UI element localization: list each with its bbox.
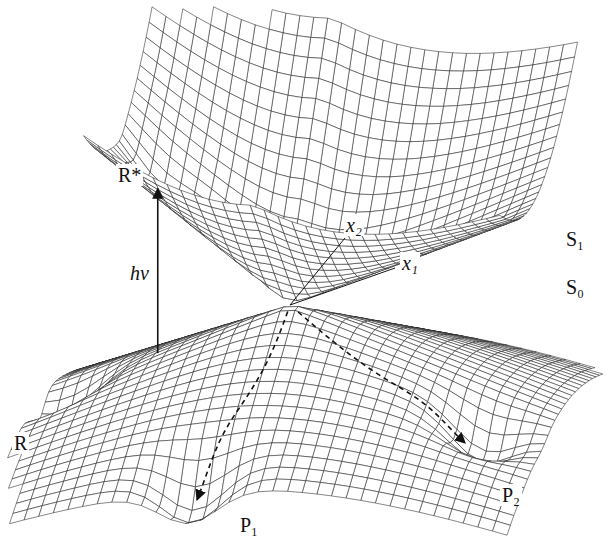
ground-state-surface — [523, 451, 541, 458]
geometry-label: P₁ — [238, 514, 260, 536]
geometry-label: R — [12, 432, 29, 454]
ground-state-surface — [68, 496, 86, 510]
ground-state-surface — [273, 479, 291, 491]
excited-state-surface — [445, 225, 462, 231]
excited-state-surface — [222, 202, 239, 212]
axis-label: x₂ — [344, 214, 364, 236]
ground-state-surface — [155, 440, 173, 457]
ground-state-surface — [530, 434, 548, 444]
ground-state-surface — [261, 418, 279, 431]
ground-state-surface — [280, 455, 298, 468]
excited-state-surface — [552, 86, 569, 103]
excited-state-surface — [486, 215, 503, 221]
axis-label: x₁ — [400, 252, 420, 274]
ground-state-surface — [244, 481, 262, 496]
excited-state-surface — [84, 136, 101, 150]
excited-state-surface — [306, 226, 323, 237]
ground-state-surface — [214, 495, 232, 512]
excited-state-surface — [97, 145, 114, 159]
ground-state-surface — [10, 510, 28, 524]
ground-state-surface — [83, 493, 101, 507]
ground-state-surface — [272, 430, 290, 443]
ground-state-surface — [250, 406, 268, 419]
surface-mesh — [8, 7, 603, 535]
ground-state-surface — [53, 499, 71, 513]
ground-state-surface — [156, 507, 174, 520]
state-label: S₀ — [564, 276, 586, 298]
photon-label: hν — [128, 262, 151, 284]
excited-state-surface — [431, 227, 448, 233]
ground-state-surface — [253, 393, 271, 405]
ground-state-surface — [119, 468, 137, 481]
excited-state-surface — [269, 10, 286, 33]
state-label: S₁ — [564, 228, 586, 250]
ground-state-surface — [112, 491, 130, 502]
x2-axis — [290, 238, 345, 305]
excited-state-surface — [292, 222, 309, 234]
excited-state-surface — [558, 57, 575, 75]
ground-state-surface — [276, 467, 294, 479]
ground-state-surface — [270, 334, 288, 346]
ground-state-surface — [527, 444, 545, 453]
geometry-label: R* — [116, 164, 143, 186]
excited-state-surface — [458, 222, 475, 228]
geometry-label: P₂ — [500, 484, 522, 506]
relaxation-path-p1 — [197, 311, 288, 499]
excited-state-surface — [555, 72, 572, 90]
ground-state-surface — [171, 517, 189, 523]
ground-state-surface — [269, 443, 287, 456]
ground-state-surface — [200, 508, 218, 521]
ground-state-surface — [256, 381, 274, 393]
excited-state-surface — [472, 219, 489, 225]
excitation-arrow — [157, 189, 159, 354]
excited-state-surface — [561, 42, 578, 60]
excited-state-surface — [153, 178, 170, 191]
overlay-lines — [158, 189, 465, 500]
ground-state-surface — [115, 480, 133, 492]
excited-state-surface — [320, 229, 337, 239]
ground-state-surface — [24, 506, 42, 520]
ground-state-surface — [277, 310, 295, 322]
ground-state-surface — [39, 502, 57, 516]
ground-state-surface — [122, 455, 140, 468]
excited-state-surface — [209, 199, 226, 210]
relaxation-path-p2 — [298, 312, 465, 443]
ground-state-surface — [273, 322, 291, 334]
